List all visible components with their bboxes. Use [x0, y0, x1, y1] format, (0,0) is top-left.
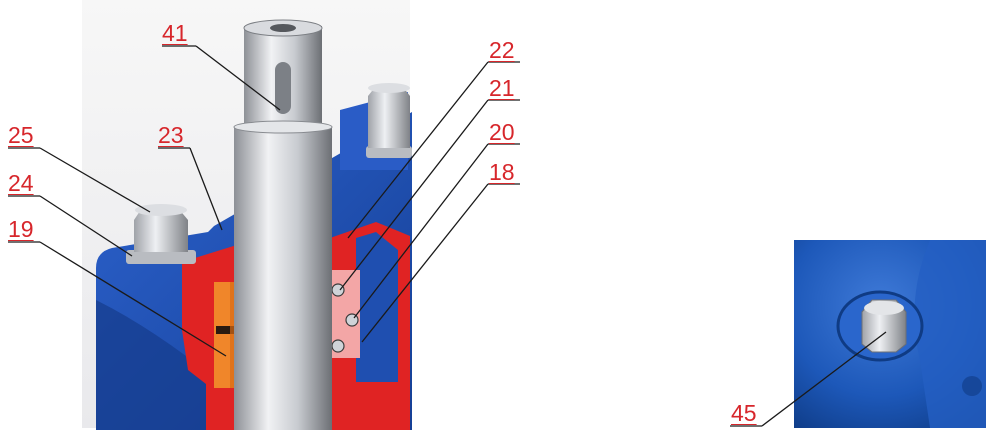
callout-22: 22: [489, 37, 515, 63]
right-bolt: [366, 83, 412, 158]
gland-housing: [330, 270, 360, 358]
shaft-key-slot: [275, 62, 291, 114]
leader-18: [361, 183, 489, 343]
detail-view: [794, 240, 986, 428]
callout-23: 23: [158, 122, 184, 148]
callout-19: 19: [8, 216, 34, 242]
callout-20: 20: [489, 119, 515, 145]
leader-23: [189, 147, 223, 231]
leader-25: [39, 147, 151, 213]
leader-21: [339, 99, 489, 291]
leader-22: [347, 61, 489, 239]
callout-41: 41: [162, 20, 188, 46]
detail-hole: [962, 376, 982, 396]
leader-24: [39, 195, 133, 257]
shaft: [233, 19, 333, 430]
bottom-o-ring: [331, 339, 345, 353]
body-lower-shadow: [96, 300, 206, 430]
callout-25: 25: [8, 122, 34, 148]
callout-21: 21: [489, 75, 515, 101]
drain-plug: [861, 299, 907, 353]
upper-o-ring: [331, 283, 345, 297]
main-cutaway-view: [82, 0, 412, 430]
leader-20: [353, 143, 489, 319]
leader-lines: [8, 45, 887, 427]
left-bolt: [126, 204, 196, 264]
callout-24: 24: [8, 170, 34, 196]
right-inner-blue: [356, 232, 398, 382]
leader-41: [195, 45, 281, 111]
leader-45: [761, 331, 887, 427]
leader-19: [39, 241, 227, 357]
callout-45: 45: [731, 400, 757, 426]
callout-18: 18: [489, 159, 515, 185]
washer: [126, 250, 196, 264]
